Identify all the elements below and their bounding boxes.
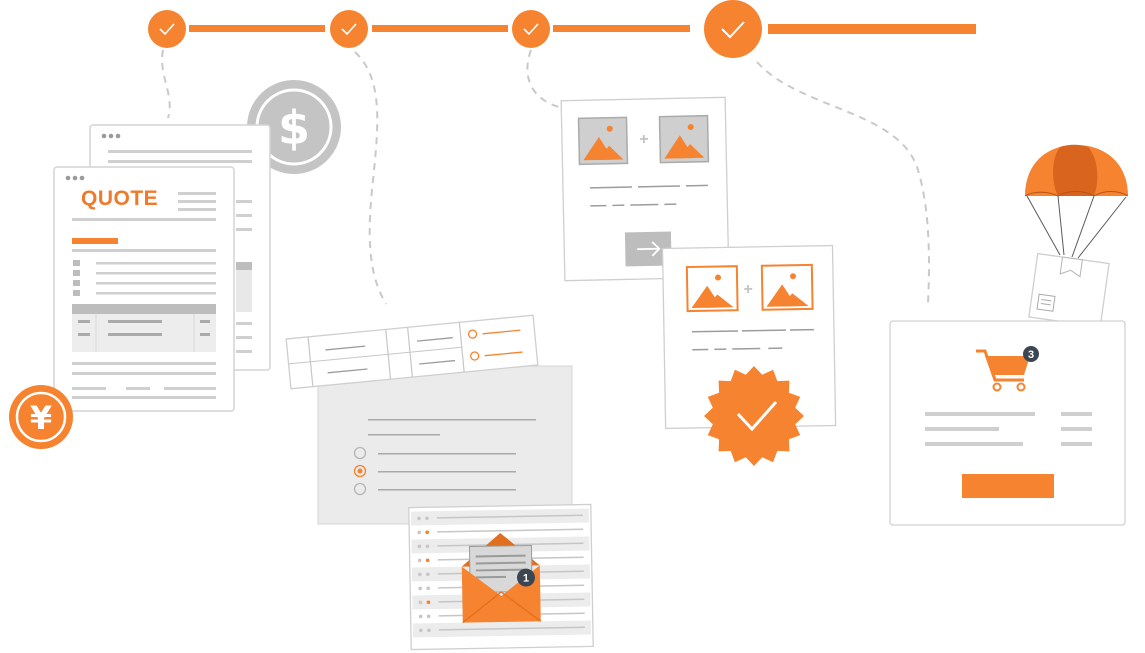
quote-document: QUOTE xyxy=(53,166,235,412)
progress-segment xyxy=(553,25,690,32)
connector-3 xyxy=(526,49,564,109)
package-icon xyxy=(1028,252,1110,328)
radio-option xyxy=(353,446,516,460)
cart-count-badge: 3 xyxy=(1023,346,1039,362)
plus-icon xyxy=(744,284,753,294)
envelope-icon xyxy=(461,533,542,624)
image-icon xyxy=(577,116,629,166)
unread-badge: 1 xyxy=(516,568,535,587)
email-inbox-card: 1 xyxy=(408,503,594,651)
check-icon xyxy=(159,23,175,36)
shopping-cart-icon xyxy=(976,349,1030,392)
checkout-button xyxy=(962,474,1054,498)
radio-option-selected xyxy=(353,464,516,478)
connector-4 xyxy=(756,61,930,305)
next-button xyxy=(624,231,672,267)
dollar-symbol: $ xyxy=(278,101,310,155)
check-icon xyxy=(721,21,745,39)
progress-segment xyxy=(372,25,508,32)
image-icon xyxy=(760,263,814,311)
quote-table xyxy=(72,304,216,352)
radio-option xyxy=(353,482,516,496)
progress-bar xyxy=(148,0,976,58)
cart-count: 3 xyxy=(1028,349,1034,361)
check-icon xyxy=(523,23,539,36)
form-panel xyxy=(317,365,573,525)
product-card-1 xyxy=(560,96,730,282)
plus-icon xyxy=(639,134,648,144)
arrow-right-icon xyxy=(637,241,661,257)
yen-coin-icon: ¥ xyxy=(9,385,73,449)
parachute-icon xyxy=(1024,144,1129,259)
check-icon xyxy=(341,23,357,36)
cart-card: 3 xyxy=(889,320,1126,526)
progress-segment xyxy=(768,24,976,34)
yen-symbol: ¥ xyxy=(30,399,52,437)
image-icon xyxy=(685,265,739,313)
progress-step-1 xyxy=(148,10,186,48)
check-icon xyxy=(736,401,778,432)
unread-count: 1 xyxy=(523,573,529,585)
table-card xyxy=(285,314,539,390)
quote-line-items xyxy=(73,260,216,296)
connector-1 xyxy=(161,49,171,119)
progress-segment xyxy=(189,25,325,32)
verified-badge-icon xyxy=(704,366,804,466)
progress-step-4 xyxy=(704,0,762,58)
product-card-2 xyxy=(661,244,837,430)
progress-step-2 xyxy=(330,10,368,48)
connector-2 xyxy=(354,51,387,305)
quote-title: QUOTE xyxy=(81,187,158,210)
dashed-connectors xyxy=(161,49,930,305)
image-icon xyxy=(658,114,710,164)
progress-step-3 xyxy=(512,10,550,48)
